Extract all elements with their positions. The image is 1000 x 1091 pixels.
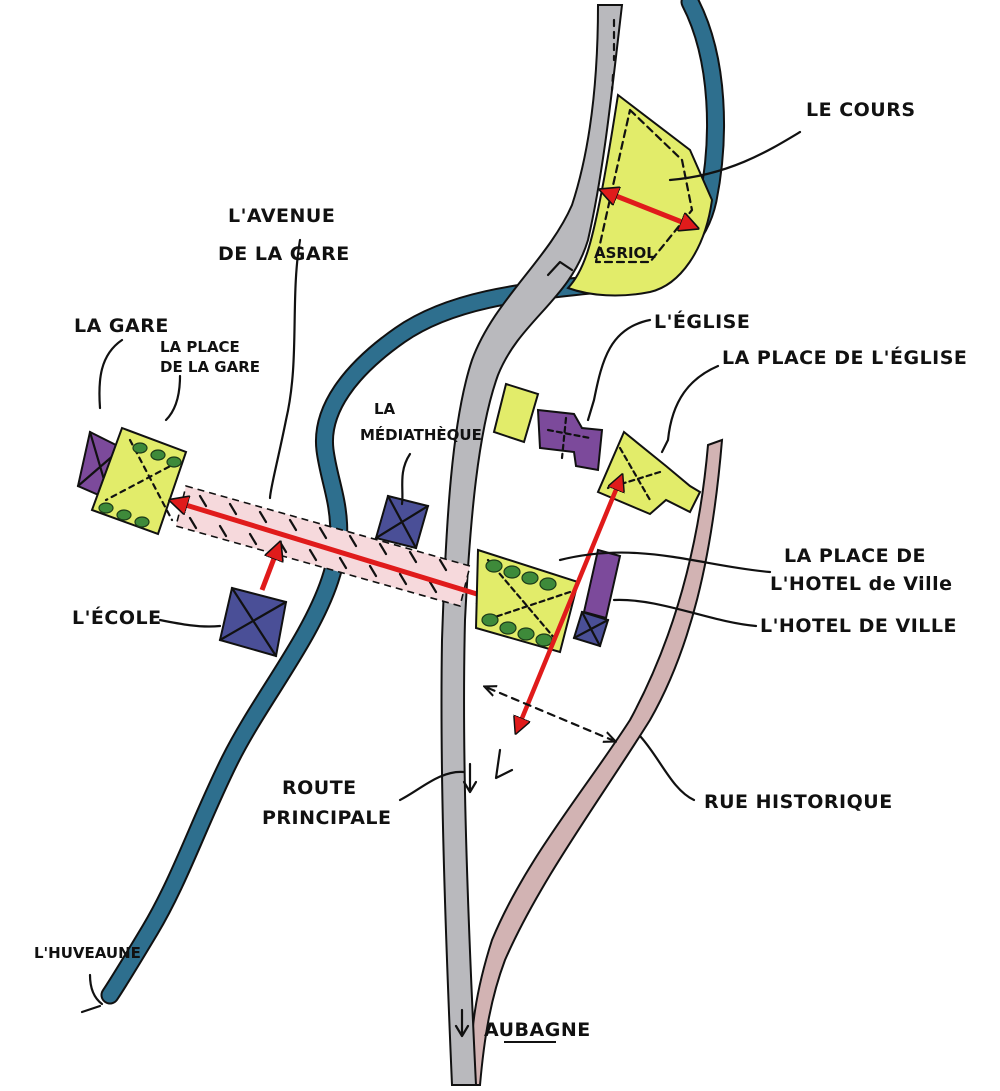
label-le-cours: LE COURS	[806, 99, 916, 121]
label-ecole: L'ÉCOLE	[72, 606, 162, 629]
route-principale-road	[440, 4, 624, 1086]
gare-trees	[98, 442, 182, 528]
label-la-gare: LA GARE	[74, 315, 169, 337]
label-mediatheque-line2: MÉDIATHÈQUE	[360, 425, 482, 444]
label-rue-historique: RUE HISTORIQUE	[704, 791, 893, 813]
label-eglise: L'ÉGLISE	[654, 310, 750, 333]
label-mediatheque-line1: LA	[374, 400, 396, 418]
label-place-hotel-line1: LA PLACE DE	[784, 545, 926, 567]
eglise-building	[536, 408, 604, 472]
label-avenue-line2: DE LA GARE	[218, 243, 350, 265]
label-route-line2: PRINCIPALE	[262, 807, 392, 829]
label-asriol: ASRIOL	[594, 244, 656, 262]
label-place-gare-line1: LA PLACE	[160, 338, 240, 356]
label-place-eglise: LA PLACE DE L'ÉGLISE	[722, 346, 967, 369]
label-place-gare-line2: DE LA GARE	[160, 358, 260, 376]
place-eglise-left-square	[492, 382, 540, 444]
label-aubagne: AUBAGNE	[484, 1019, 591, 1041]
label-place-hotel-line2: L'HOTEL de Ville	[770, 573, 953, 595]
label-hotel-de-ville: L'HOTEL DE VILLE	[760, 615, 957, 637]
label-huveaune: L'HUVEAUNE	[34, 944, 141, 962]
label-route-line1: ROUTE	[282, 777, 357, 799]
label-avenue-line1: L'AVENUE	[228, 205, 335, 227]
